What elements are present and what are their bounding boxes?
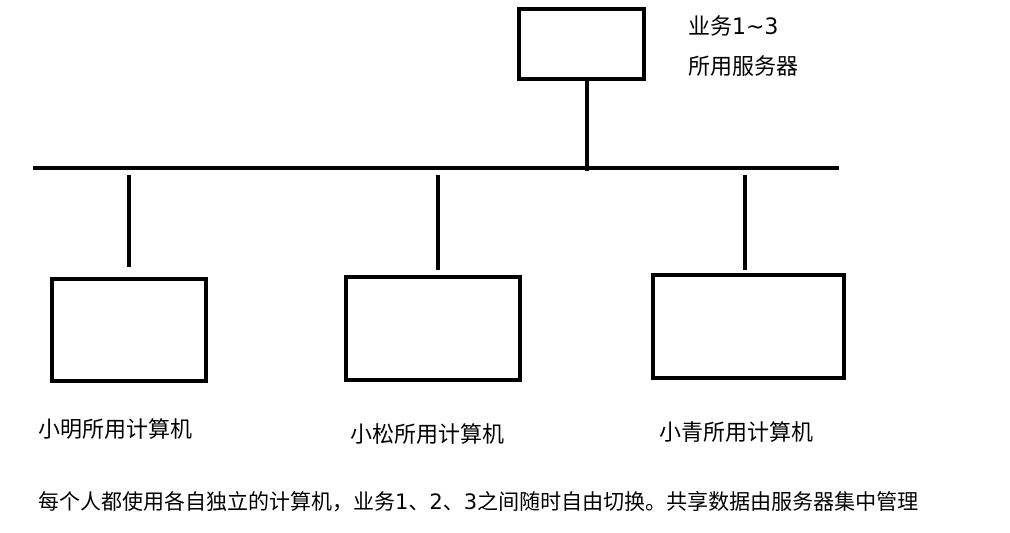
computer-2-label: 小松所用计算机 [350, 423, 505, 448]
diagram-caption: 每个人都使用各自独立的计算机，业务1、2、3之间随时自由切换。共享数据由服务器集… [38, 490, 919, 514]
server-label-line2: 所用服务器 [688, 55, 799, 80]
computer-3-connector [743, 175, 747, 270]
computer-2-box [344, 275, 522, 382]
computer-3-box [651, 273, 846, 380]
computer-3-label: 小青所用计算机 [659, 421, 814, 446]
computer-1-box [50, 277, 208, 383]
server-label-line1: 业务1~3 [688, 15, 779, 40]
computer-2-connector [436, 175, 440, 270]
network-bus-line [33, 166, 839, 170]
server-box [517, 7, 646, 81]
server-label: 业务1~3 所用服务器 [688, 8, 798, 88]
computer-1-label: 小明所用计算机 [38, 418, 193, 443]
computer-1-connector [127, 175, 131, 267]
server-connector [585, 81, 589, 171]
